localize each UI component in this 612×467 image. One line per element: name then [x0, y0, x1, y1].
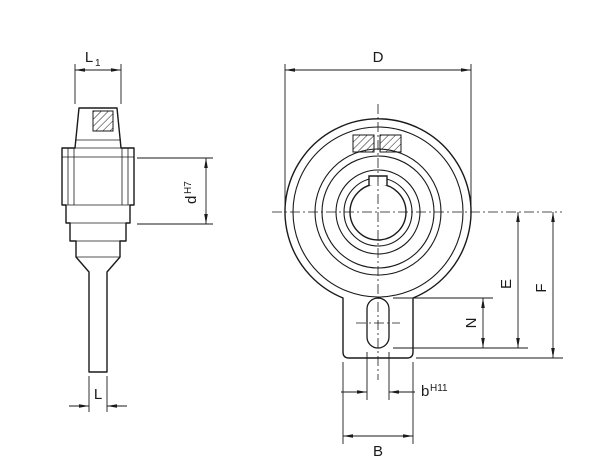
front-view [272, 104, 562, 380]
keyway-mask [369, 174, 388, 186]
dim-label-l: L [94, 386, 102, 403]
dimension-b-arm: B [342, 362, 414, 460]
dim-label-e: E [498, 279, 515, 289]
set-screw-right [379, 134, 402, 153]
dim-label-d: d [183, 196, 200, 204]
dim-label-b: b [421, 383, 429, 400]
set-screw-left [352, 134, 375, 153]
dimension-b-slot: b H11 [341, 352, 448, 400]
dim-label-b-arm: B [373, 443, 383, 460]
dimension-e: E [498, 212, 520, 348]
dim-label-l1-subscript: 1 [95, 58, 101, 69]
dim-label-b-tolerance: H11 [430, 383, 448, 394]
dim-label-f: F [533, 283, 550, 292]
set-screw-section [92, 110, 114, 132]
side-view [61, 107, 135, 373]
dimension-l: L [69, 376, 127, 412]
dim-label-d-tolerance: H7 [183, 181, 194, 194]
dimension-l1: L 1 [74, 49, 122, 104]
dimension-d-outer: D [284, 49, 472, 206]
dimension-d-bore: d H7 [137, 157, 213, 225]
centerlines [272, 104, 562, 380]
dimension-f: F [416, 212, 563, 359]
dim-label-d-outer: D [373, 49, 384, 66]
side-view-detail-lines [62, 139, 134, 258]
dim-label-n: N [463, 318, 480, 329]
dimension-n: N [393, 297, 528, 349]
dim-label-l1: L [85, 49, 93, 66]
